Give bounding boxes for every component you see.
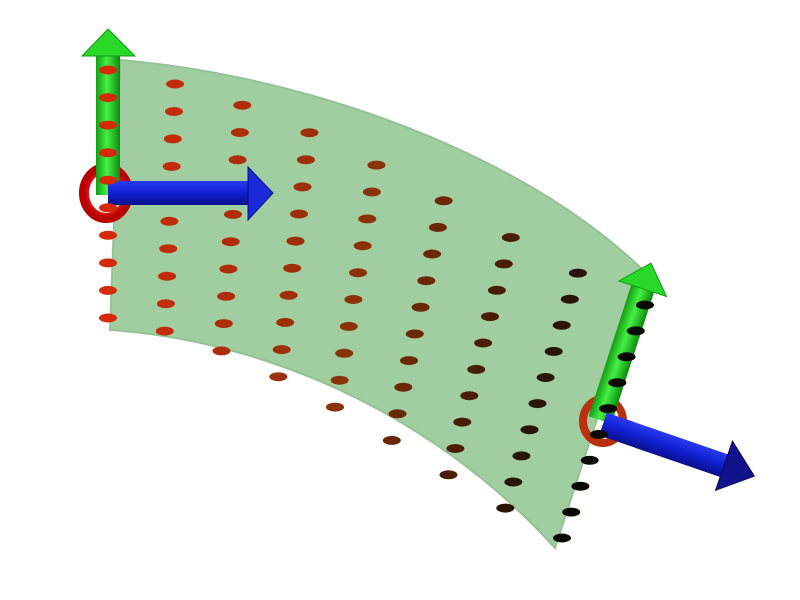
sample-point [156,299,175,309]
sample-point [496,503,515,513]
sample-point [589,429,608,439]
sample-point [382,435,401,445]
sample-point [599,404,618,414]
sample-point [439,470,458,480]
sample-point [560,294,579,304]
sample-point [626,326,645,336]
sample-point [353,241,372,251]
sample-point [349,268,368,278]
sample-point [362,187,381,197]
x-axis-shaft [108,181,250,205]
sample-point [160,216,179,226]
sample-point [99,120,117,130]
sample-point [162,161,181,171]
sample-point [335,348,354,358]
sample-point [562,507,581,517]
sample-point [163,134,182,144]
curved-surface [108,58,647,550]
x-axis-arrowhead-icon [714,439,756,492]
sample-point [552,320,571,330]
sample-point [99,148,117,158]
sample-point [460,391,479,401]
sample-point [233,100,252,110]
sample-point [99,203,117,213]
sample-point-grid-front [99,65,654,543]
sample-point [159,244,178,254]
sample-point [568,268,587,278]
sample-point [417,276,436,286]
sample-point [99,65,117,75]
sample-point [165,107,183,116]
sample-point [553,533,571,543]
sample-point [494,259,513,269]
sample-point [434,196,453,206]
sample-point [99,258,117,268]
sample-point [269,372,288,382]
sample-point [617,352,636,362]
sample-point [279,290,298,300]
sample-point [221,237,240,247]
sample-point [636,300,654,310]
x-axis-shaft [599,412,730,478]
sample-point [286,236,305,246]
sample-point [290,209,308,219]
sample-point [158,271,177,281]
sample-point [388,409,407,419]
sample-point [446,444,465,453]
sample-point [99,285,117,295]
y-axis-arrowhead-icon [617,262,668,298]
sample-point [367,160,386,170]
sample-point [544,346,563,356]
sample-point [283,263,302,273]
sample-point [474,338,493,348]
sample-point [536,373,555,382]
sample-point [428,222,447,232]
sample-point [293,182,312,192]
x-axis-arrowhead-icon [247,165,274,222]
sample-point [520,425,539,435]
sample-point [608,378,627,388]
sample-point [99,175,117,185]
sample-point [580,455,599,465]
sample-point [166,79,185,89]
sample-point [212,346,231,356]
sample-point [228,155,247,165]
sample-point [272,345,291,355]
sample-point [405,329,424,339]
sample-point [481,312,499,322]
sample-point [423,249,442,259]
sample-point [219,264,238,274]
sample-point [344,295,363,304]
sample-point [230,128,249,137]
sample-point [99,230,117,240]
sample-point [394,382,413,392]
sample-point [467,364,486,374]
sample-point [330,375,349,385]
sample-point [276,317,295,327]
sample-point [400,356,418,366]
sample-point [217,291,236,301]
sample-point [99,93,117,103]
sample-point [296,155,315,165]
sample-point [224,209,242,219]
sample-point [214,319,233,329]
sample-point [326,402,344,412]
sample-point [571,481,590,491]
sample-point [512,451,531,461]
sample-point [339,321,358,331]
sample-point [453,417,472,427]
sample-point [487,285,506,295]
sample-point [358,214,377,224]
sample-point [501,233,520,242]
sample-point [300,128,319,138]
sample-point [99,313,117,323]
sample-point [504,477,523,487]
sample-point [411,302,430,312]
sample-point [528,399,547,409]
sample-point [155,326,174,336]
y-axis-arrowhead-icon [80,28,137,57]
